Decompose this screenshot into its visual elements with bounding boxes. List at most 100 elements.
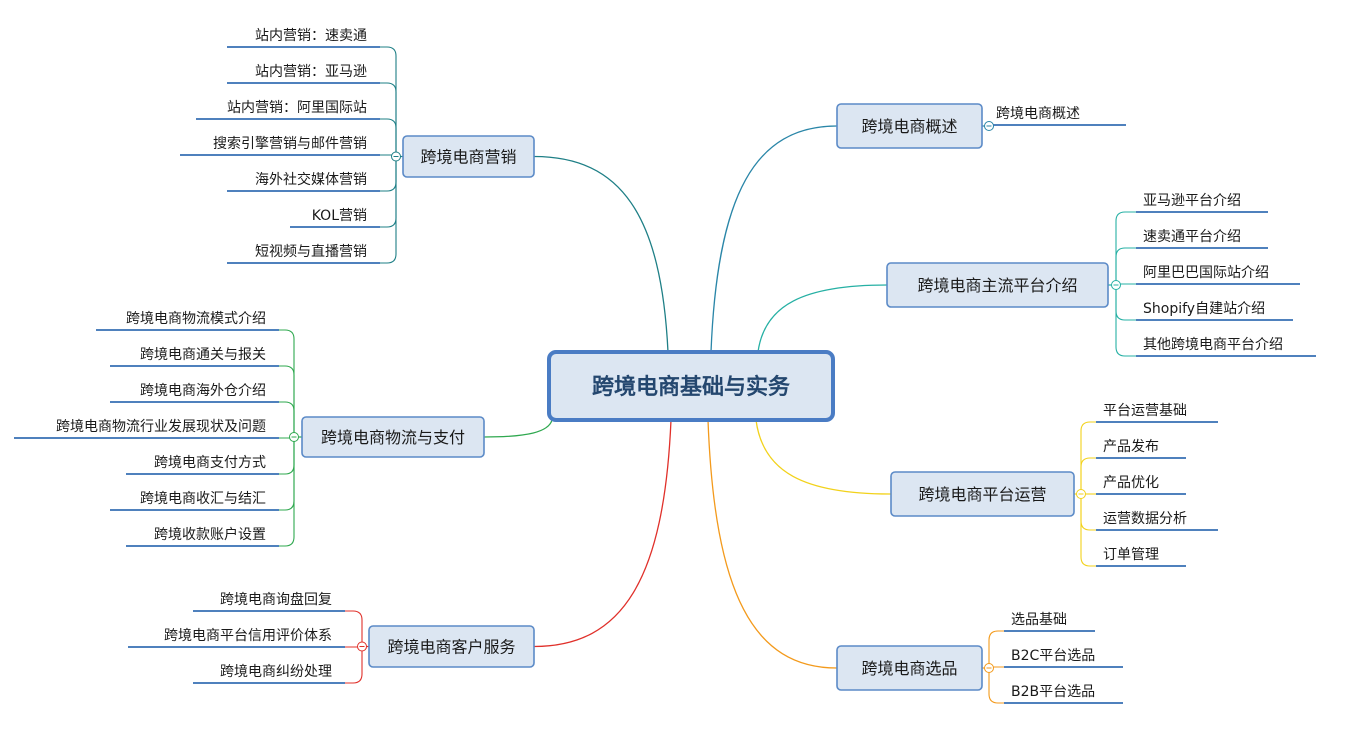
subtopic-2-2[interactable]: 速卖通平台介绍	[1136, 229, 1268, 249]
subtopic-4-3-label: B2B平台选品	[1011, 684, 1095, 700]
main-topic-2-box[interactable]	[886, 262, 1109, 308]
branch-2-link-1	[1115, 211, 1136, 285]
subtopic-2-5[interactable]: 其他跨境电商平台介绍	[1136, 337, 1316, 357]
main-topic-4-box[interactable]	[836, 645, 983, 691]
subtopic-5-4-label: 搜索引擎营销与邮件营销	[213, 135, 367, 152]
connector-curves	[483, 125, 892, 669]
subtopic-5-3-label: 站内营销：阿里国际站	[227, 100, 367, 116]
subtopic-5-1[interactable]: 站内营销：速卖通	[227, 28, 380, 48]
subtopic-5-2-label: 站内营销：亚马逊	[255, 64, 367, 80]
branch-5-link-2	[380, 82, 397, 157]
branch-3-link-2	[1080, 457, 1096, 494]
subtopic-6-5-label: 跨境电商支付方式	[154, 455, 266, 471]
subtopic-5-5-label: 海外社交媒体营销	[255, 171, 367, 188]
subtopic-7-3-label: 跨境电商纠纷处理	[220, 664, 332, 680]
connector-2	[757, 284, 888, 353]
main-topic-5-box[interactable]	[402, 135, 535, 178]
branch-4-collapse-toggle[interactable]	[984, 663, 994, 673]
subtopic-7-3[interactable]: 跨境电商纠纷处理	[193, 664, 345, 684]
subtopic-6-1-label: 跨境电商物流模式介绍	[126, 311, 266, 327]
branch-3-link-5	[1080, 494, 1096, 567]
branch-6-link-7	[279, 437, 295, 547]
subtopic-6-4-label: 跨境电商物流行业发展现状及问题	[56, 419, 266, 435]
subtopic-3-4[interactable]: 运营数据分析	[1096, 511, 1218, 531]
subtopic-4-1[interactable]: 选品基础	[1004, 611, 1095, 632]
subtopic-6-4[interactable]: 跨境电商物流行业发展现状及问题	[14, 419, 279, 439]
connector-6	[483, 419, 553, 438]
main-topic-2-label: 跨境电商主流平台介绍	[917, 276, 1077, 295]
branch-4-link-1	[988, 630, 1004, 668]
subtopic-7-1[interactable]: 跨境电商询盘回复	[193, 591, 345, 612]
subtopic-6-2-label: 跨境电商通关与报关	[140, 347, 266, 363]
subtopic-3-4-label: 运营数据分析	[1103, 511, 1187, 527]
subtopic-5-3[interactable]: 站内营销：阿里国际站	[196, 100, 380, 120]
connector-5	[533, 155, 669, 353]
subtopic-5-6[interactable]: KOL营销	[290, 208, 380, 228]
branch-7-link-3	[345, 646, 363, 684]
connector-4	[707, 419, 838, 669]
subtopic-2-5-label: 其他跨境电商平台介绍	[1143, 337, 1283, 353]
subtopic-6-6[interactable]: 跨境电商收汇与结汇	[110, 491, 279, 511]
branch-6-link-2	[279, 365, 295, 437]
central-topic-box[interactable]	[547, 350, 835, 422]
central-topic-group[interactable]: 跨境电商基础与实务	[547, 350, 835, 422]
subtopic-6-3[interactable]: 跨境电商海外仓介绍	[110, 383, 279, 403]
subtopic-3-3[interactable]: 产品优化	[1096, 475, 1186, 495]
subtopic-6-7-label: 跨境收款账户设置	[154, 526, 266, 543]
subtopic-2-1-label: 亚马逊平台介绍	[1143, 193, 1241, 209]
connector-1	[710, 125, 838, 353]
branch-5-link-7	[380, 156, 397, 264]
subtopic-5-7[interactable]: 短视频与直播营销	[227, 243, 380, 264]
main-topic-1-box[interactable]	[836, 103, 983, 149]
subtopic-6-7[interactable]: 跨境收款账户设置	[126, 526, 279, 547]
subtopic-3-1-label: 平台运营基础	[1103, 402, 1187, 419]
main-topic-3-box[interactable]	[890, 471, 1075, 517]
main-topic-2[interactable]: 跨境电商主流平台介绍	[886, 262, 1109, 308]
main-topic-6-box[interactable]	[301, 416, 485, 458]
subtopic-2-1[interactable]: 亚马逊平台介绍	[1136, 193, 1268, 213]
subtopic-3-1[interactable]: 平台运营基础	[1096, 402, 1218, 423]
subtopic-3-2[interactable]: 产品发布	[1096, 439, 1186, 459]
subtopic-7-2[interactable]: 跨境电商平台信用评价体系	[128, 628, 345, 648]
subtopic-5-5[interactable]: 海外社交媒体营销	[227, 171, 380, 192]
subtopic-6-1[interactable]: 跨境电商物流模式介绍	[96, 311, 279, 331]
branch-1-collapse-toggle[interactable]	[984, 121, 994, 131]
subtopic-4-3[interactable]: B2B平台选品	[1004, 684, 1123, 704]
branch-6-link-3	[279, 401, 295, 437]
branch-3-link-1	[1080, 421, 1096, 494]
branch-5-collapse-toggle[interactable]	[391, 151, 401, 162]
branch-6-collapse-toggle[interactable]	[289, 432, 299, 442]
main-topic-1-label: 跨境电商概述	[861, 117, 957, 136]
subtopic-2-4[interactable]: Shopify自建站介绍	[1136, 301, 1293, 321]
subtopic-2-2-label: 速卖通平台介绍	[1143, 229, 1241, 245]
branch-2-link-4	[1115, 285, 1136, 321]
branch-3-collapse-toggle[interactable]	[1076, 489, 1086, 499]
subtopic-6-5[interactable]: 跨境电商支付方式	[126, 455, 279, 475]
subtopic-7-1-label: 跨境电商询盘回复	[220, 591, 332, 608]
branch-5-link-5	[380, 156, 397, 192]
main-topic-4-label: 跨境电商选品	[861, 659, 957, 678]
branch-7-collapse-toggle[interactable]	[357, 641, 367, 652]
subtopic-4-1-label: 选品基础	[1011, 611, 1067, 628]
main-topic-3[interactable]: 跨境电商平台运营	[890, 471, 1075, 517]
subtopic-3-5-label: 订单管理	[1103, 547, 1159, 563]
main-topic-1[interactable]: 跨境电商概述	[836, 103, 983, 149]
main-topic-7-box[interactable]	[368, 625, 535, 668]
main-topic-7[interactable]: 跨境电商客户服务	[368, 625, 535, 668]
subtopic-1-1[interactable]: 跨境电商概述	[989, 106, 1126, 126]
branch-5-link-6	[380, 156, 397, 228]
subtopic-5-2[interactable]: 站内营销：亚马逊	[227, 64, 380, 84]
subtopic-2-3[interactable]: 阿里巴巴国际站介绍	[1136, 265, 1300, 285]
subtopic-4-2[interactable]: B2C平台选品	[1004, 648, 1123, 668]
subtopic-5-4[interactable]: 搜索引擎营销与邮件营销	[180, 135, 380, 156]
subtopic-5-7-label: 短视频与直播营销	[255, 243, 367, 260]
main-topic-4[interactable]: 跨境电商选品	[836, 645, 983, 691]
main-topic-5[interactable]: 跨境电商营销	[402, 135, 535, 178]
main-topic-6[interactable]: 跨境电商物流与支付	[301, 416, 485, 458]
subtopic-3-5[interactable]: 订单管理	[1096, 547, 1186, 567]
main-topic-6-label: 跨境电商物流与支付	[321, 428, 465, 447]
branch-2-collapse-toggle[interactable]	[1111, 280, 1121, 290]
subtopic-6-2[interactable]: 跨境电商通关与报关	[110, 347, 279, 367]
